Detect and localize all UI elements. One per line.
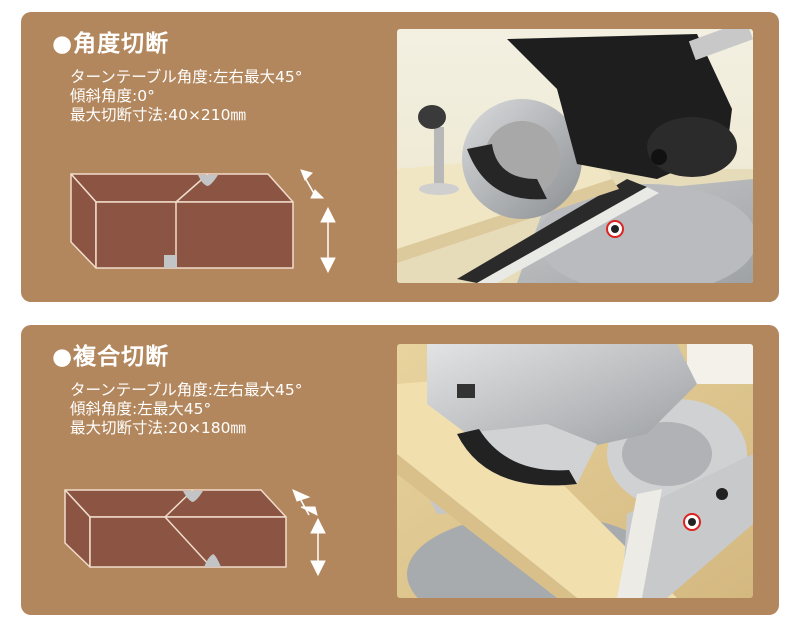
miter-cut-block-diagram: [70, 169, 336, 274]
spec-bevel-angle: 傾斜角度:左最大45°: [70, 400, 212, 418]
spec-list: ターンテーブル角度:左右最大45° 傾斜角度:0° 最大切断寸法:40×210㎜: [70, 68, 303, 125]
section-title: ●角度切断: [52, 31, 170, 57]
spec-bevel-angle: 傾斜角度:0°: [70, 87, 155, 105]
compound-cut-panel: ●複合切断 ターンテーブル角度:左右最大45° 傾斜角度:左最大45° 最大切断…: [21, 325, 779, 615]
miter-saw-angle-cut-photo: [397, 29, 753, 283]
height-arrow-icon: [310, 517, 326, 577]
angle-marker-icon: [198, 175, 218, 186]
spec-max-cut-size: 最大切断寸法:40×210㎜: [70, 106, 247, 124]
spec-max-cut-size: 最大切断寸法:20×180㎜: [70, 419, 247, 437]
height-arrow-icon: [320, 206, 336, 274]
angle-marker-icon: [183, 491, 203, 502]
spec-turntable-angle: ターンテーブル角度:左右最大45°: [70, 68, 303, 86]
section-title: ●複合切断: [52, 344, 170, 370]
spec-turntable-angle: ターンテーブル角度:左右最大45°: [70, 381, 303, 399]
miter-saw-compound-cut-photo: [397, 344, 753, 598]
compound-cut-block-diagram: [64, 489, 326, 577]
spec-list: ターンテーブル角度:左右最大45° 傾斜角度:左最大45° 最大切断寸法:20×…: [70, 381, 303, 438]
cut-direction-arrow-icon: [300, 169, 325, 199]
bevel-marker-icon: [204, 554, 221, 567]
right-angle-marker-icon: [164, 255, 177, 268]
angle-cut-panel: ●角度切断 ターンテーブル角度:左右最大45° 傾斜角度:0° 最大切断寸法:4…: [21, 12, 779, 302]
cut-direction-arrow-icon: [292, 489, 318, 516]
